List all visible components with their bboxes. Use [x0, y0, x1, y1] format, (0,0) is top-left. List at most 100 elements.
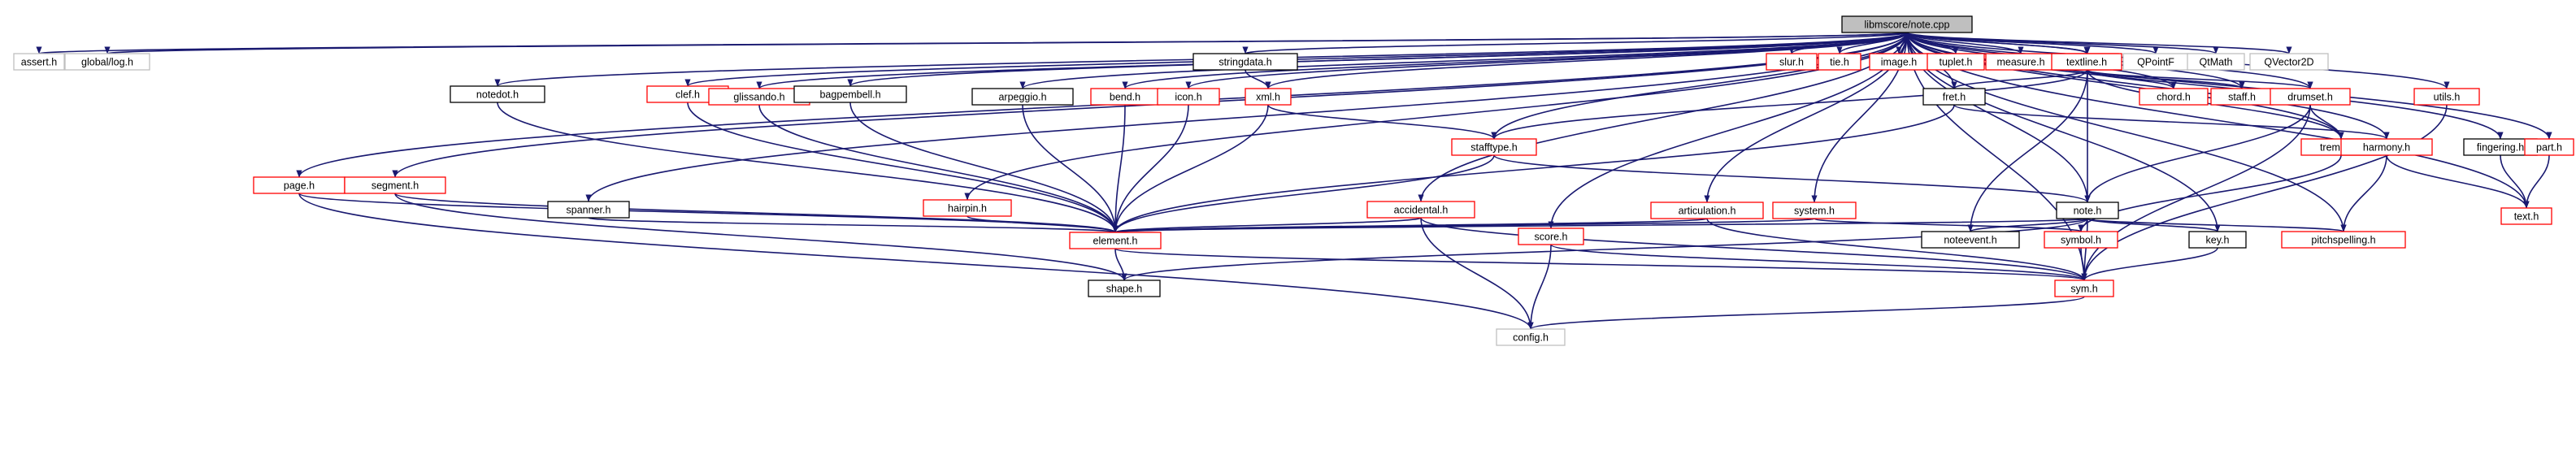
node-shape-h[interactable]: shape.h	[1088, 280, 1161, 297]
node-box	[1921, 231, 2020, 249]
edge-segment-h-to-element-h	[394, 193, 1119, 233]
node-element-h[interactable]: element.h	[1069, 232, 1162, 249]
node-chord-h[interactable]: chord.h	[2139, 88, 2209, 106]
node-xml-h[interactable]: xml.h	[1245, 88, 1292, 106]
edge-articulation-h-to-sym-h	[1706, 218, 2087, 281]
node-config-h[interactable]: config.h	[1496, 328, 1566, 346]
node-label: shape.h	[1106, 284, 1143, 295]
node-image-h[interactable]: image.h	[1869, 53, 1929, 71]
node-slur-h[interactable]: slur.h	[1766, 53, 1818, 71]
edge-drumset-h-to-tremolo-h	[2309, 104, 2344, 140]
node-label: staff.h	[2228, 92, 2256, 103]
node-staff-h[interactable]: staff.h	[2210, 88, 2274, 106]
node-page-h[interactable]: page.h	[253, 176, 345, 194]
node-symbol-h[interactable]: symbol.h	[2044, 231, 2118, 249]
node-box	[1650, 202, 1764, 219]
node-arpeggio-h[interactable]: arpeggio.h	[971, 88, 1074, 106]
node-tuplet-h[interactable]: tuplet.h	[1927, 53, 1985, 71]
node-label: part.h	[2536, 142, 2562, 154]
node-accidental-h[interactable]: accidental.h	[1366, 201, 1475, 219]
edge-fret-h-to-harmony-h	[1953, 104, 2390, 140]
node-noteevent-h[interactable]: noteevent.h	[1921, 231, 2020, 249]
node-note-h[interactable]: note.h	[2056, 202, 2119, 219]
node-box	[344, 176, 446, 194]
node-drumset-h[interactable]: drumset.h	[2270, 88, 2351, 106]
edge-note-cpp-to-tremolo-h	[1906, 32, 2344, 140]
node-label: textline.h	[2066, 57, 2107, 68]
edge-note-cpp-to-slur-h	[1788, 32, 1908, 54]
edge-note-cpp-to-part-h	[1906, 32, 2552, 140]
edge-hairpin-h-to-element-h	[967, 215, 1119, 233]
node-stringdata-h[interactable]: stringdata.h	[1192, 53, 1298, 71]
node-qpointf[interactable]: QPointF	[2122, 53, 2189, 71]
node-hairpin-h[interactable]: hairpin.h	[923, 199, 1012, 217]
edge-note-cpp-to-tuplet-h	[1906, 32, 1959, 54]
node-notedot-h[interactable]: notedot.h	[450, 85, 545, 103]
node-score-h[interactable]: score.h	[1518, 228, 1584, 245]
node-label: glissando.h	[733, 92, 784, 103]
node-qtmath[interactable]: QtMath	[2187, 53, 2245, 71]
edge-fret-h-to-element-h	[1112, 104, 1955, 233]
edge-clef-h-to-element-h	[687, 102, 1119, 233]
edge-xml-h-to-element-h	[1112, 104, 1269, 233]
edge-accidental-h-to-sym-h	[1420, 217, 2087, 281]
edge-note-cpp-to-fingering-h	[1906, 32, 2504, 140]
node-label: bagpembell.h	[819, 89, 880, 101]
edge-drumset-h-to-note-h	[2084, 104, 2311, 203]
node-assert-h[interactable]: assert.h	[13, 53, 65, 71]
node-fret-h[interactable]: fret.h	[1922, 88, 1986, 106]
node-part-h[interactable]: part.h	[2524, 138, 2574, 156]
node-textline-h[interactable]: textline.h	[2051, 53, 2122, 71]
edge-notedot-h-to-element-h	[497, 102, 1119, 233]
node-fingering-h[interactable]: fingering.h	[2463, 138, 2538, 156]
node-key-h[interactable]: key.h	[2188, 231, 2247, 249]
node-system-h[interactable]: system.h	[1772, 202, 1857, 219]
node-label: QtMath	[2200, 57, 2233, 68]
node-box	[793, 85, 907, 103]
node-label: accidental.h	[1394, 205, 1449, 216]
node-label: fret.h	[1943, 92, 1966, 103]
node-segment-h[interactable]: segment.h	[344, 176, 446, 194]
edge-element-h-to-sym-h	[1114, 248, 2087, 281]
node-note-cpp[interactable]: libmscore/note.cpp	[1841, 15, 1973, 33]
edge-note-h-to-noteevent-h	[1967, 218, 2088, 232]
node-bend-h[interactable]: bend.h	[1090, 88, 1160, 106]
node-glissando-h[interactable]: glissando.h	[708, 88, 810, 106]
edge-bend-h-to-element-h	[1112, 104, 1126, 233]
node-box	[1366, 201, 1475, 219]
node-label: system.h	[1794, 206, 1835, 217]
node-box	[2051, 53, 2122, 71]
edge-stafftype-h-to-note-h	[1493, 154, 2091, 203]
edge-harmony-h-to-pitchspelling-h	[2340, 154, 2387, 232]
node-label: QPointF	[2137, 57, 2174, 68]
node-global-log-h[interactable]: global/log.h	[64, 53, 150, 71]
node-box	[1192, 53, 1298, 71]
node-utils-h[interactable]: utils.h	[2413, 88, 2480, 106]
edge-note-cpp-to-xml-h	[1265, 32, 1908, 89]
node-tie-h[interactable]: tie.h	[1818, 53, 1861, 71]
edge-note-cpp-to-global-log-h	[106, 32, 1908, 54]
node-label: symbol.h	[2061, 235, 2101, 246]
node-icon-h[interactable]: icon.h	[1157, 88, 1220, 106]
node-qvector2d[interactable]: QVector2D	[2249, 53, 2329, 71]
node-articulation-h[interactable]: articulation.h	[1650, 202, 1764, 219]
node-label: tuplet.h	[1939, 57, 1972, 68]
edge-note-h-to-pitchspelling-h	[2087, 218, 2347, 232]
node-box	[2139, 88, 2209, 106]
node-text-h[interactable]: text.h	[2500, 207, 2552, 225]
node-label: slur.h	[1779, 57, 1804, 68]
node-clef-h[interactable]: clef.h	[646, 85, 729, 103]
node-box	[1088, 280, 1161, 297]
node-stafftype-h[interactable]: stafftype.h	[1451, 138, 1537, 156]
node-spanner-h[interactable]: spanner.h	[547, 201, 630, 219]
edge-xml-h-to-stafftype-h	[1267, 104, 1497, 140]
node-pitchspelling-h[interactable]: pitchspelling.h	[2281, 231, 2406, 249]
node-measure-h[interactable]: measure.h	[1985, 53, 2057, 71]
edge-note-cpp-to-stafftype-h	[1491, 32, 1908, 140]
edge-bagpembell-h-to-element-h	[849, 102, 1119, 233]
node-harmony-h[interactable]: harmony.h	[2340, 138, 2433, 156]
node-sym-h[interactable]: sym.h	[2054, 280, 2114, 297]
node-bagpembell-h[interactable]: bagpembell.h	[793, 85, 907, 103]
edge-note-h-to-shape-h	[1121, 218, 2088, 281]
node-box	[2056, 202, 2119, 219]
